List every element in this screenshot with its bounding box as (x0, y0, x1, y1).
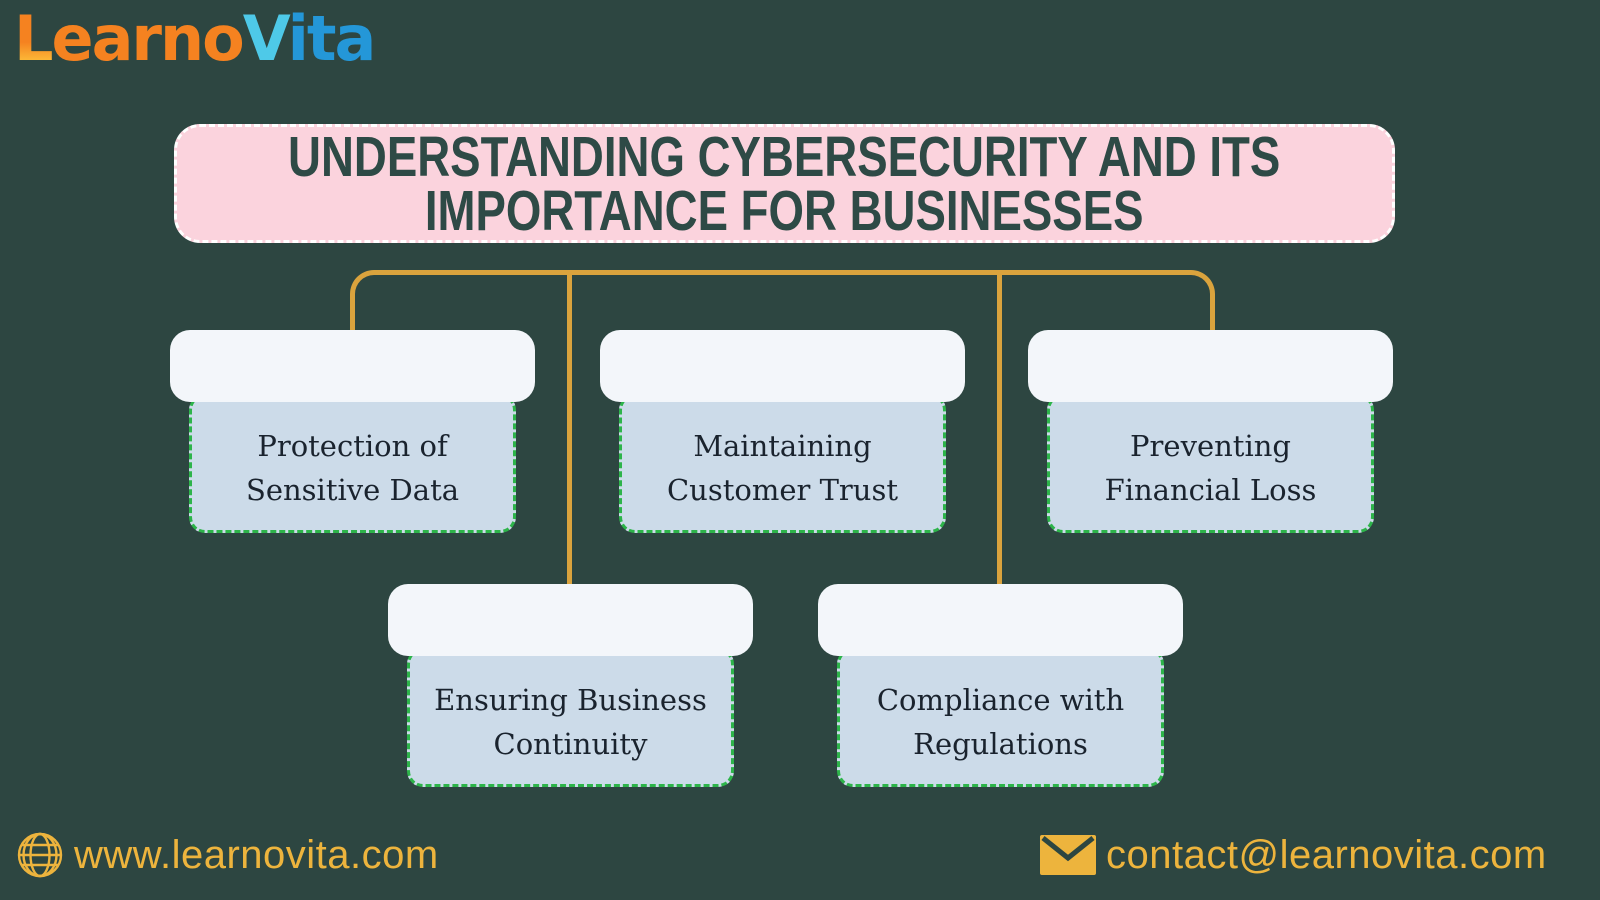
node-header (1028, 330, 1393, 402)
node-header (600, 330, 965, 402)
node-label-line2: Regulations (913, 726, 1088, 761)
node-label-line1: Protection of (257, 428, 448, 463)
node-body: Maintaining Customer Trust (619, 394, 946, 533)
node-label-line2: Financial Loss (1104, 472, 1317, 507)
connector-drop-left-middle (567, 272, 572, 588)
node-body: Preventing Financial Loss (1047, 394, 1374, 533)
node-compliance-with-regulations: Compliance with Regulations (818, 584, 1183, 788)
node-label-line1: Maintaining (693, 428, 872, 463)
footer-email: contact@learnovita.com (1040, 824, 1547, 886)
node-maintaining-customer-trust: Maintaining Customer Trust (600, 330, 965, 534)
node-ensuring-business-continuity: Ensuring Business Continuity (388, 584, 753, 788)
mail-icon (1040, 835, 1096, 875)
title-banner: UNDERSTANDING CYBERSECURITY AND ITS IMPO… (174, 124, 1395, 243)
logo-letter-v: V (242, 2, 290, 75)
title-text-block: UNDERSTANDING CYBERSECURITY AND ITS IMPO… (288, 124, 1281, 243)
node-preventing-financial-loss: Preventing Financial Loss (1028, 330, 1393, 534)
footer-website: www.learnovita.com (16, 824, 439, 886)
node-label-line1: Compliance with (876, 682, 1125, 717)
node-header (170, 330, 535, 402)
node-header (388, 584, 753, 656)
node-body: Compliance with Regulations (837, 648, 1164, 787)
node-header (818, 584, 1183, 656)
globe-icon (16, 831, 64, 879)
email-address: contact@learnovita.com (1106, 832, 1547, 877)
website-url: www.learnovita.com (74, 832, 439, 877)
node-label-line2: Customer Trust (666, 472, 899, 507)
node-body: Protection of Sensitive Data (189, 394, 516, 533)
logo-text-earno: earno (51, 2, 245, 75)
node-body: Ensuring Business Continuity (407, 648, 734, 787)
node-label-line2: Sensitive Data (245, 472, 460, 507)
connector-bracket (350, 270, 1215, 330)
node-protection-of-sensitive-data: Protection of Sensitive Data (170, 330, 535, 534)
node-label-line1: Preventing (1130, 428, 1291, 463)
node-label-line1: Ensuring Business (434, 682, 707, 717)
logo-text-ita: ita (287, 2, 377, 75)
title-line-2: IMPORTANCE FOR BUSINESSES (425, 178, 1144, 243)
connector-drop-right-middle (997, 272, 1002, 588)
learnovita-logo: LearnoVita (14, 2, 377, 75)
node-label-line2: Continuity (493, 726, 648, 761)
logo-letter-l: L (14, 2, 53, 75)
title-line-1: UNDERSTANDING CYBERSECURITY AND ITS (288, 124, 1281, 189)
